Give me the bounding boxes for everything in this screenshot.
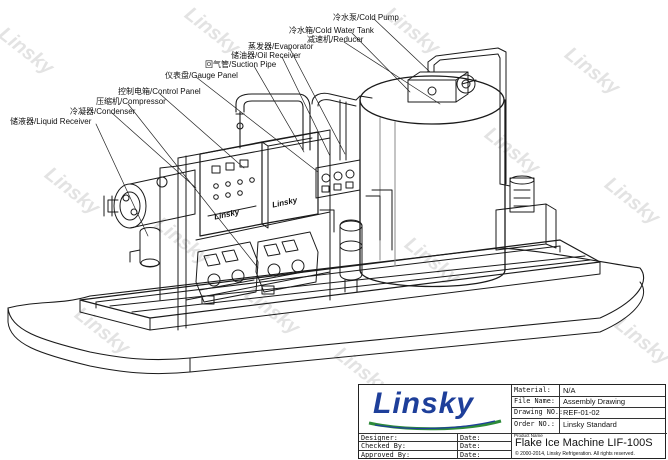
condenser [103, 169, 196, 229]
order-no-value: Linsky Standard [563, 420, 617, 429]
callout-reducer-cn: 减速机 [307, 35, 331, 44]
callout-cold-pump: 冷水泵/Cold Pump [333, 13, 399, 22]
callout-suction-pipe-en: Suction Pipe [231, 60, 277, 69]
callout-oil-receiver-en: Oil Receiver [257, 51, 301, 60]
callout-compressor: 压缩机/Compressor [96, 97, 166, 106]
callout-control-panel: 控制电箱/Control Panel [118, 87, 201, 96]
file-name-value: Assembly Drawing [563, 397, 626, 406]
callout-suction-pipe: 回气管/Suction Pipe [205, 60, 276, 69]
callout-evaporator-cn: 蒸发器 [248, 42, 272, 51]
evaporator-pipes [311, 92, 373, 161]
callout-separator: / [331, 35, 334, 44]
callout-separator: / [34, 117, 37, 126]
floor-slab [7, 247, 645, 375]
callout-gauge-panel-cn: 仪表盘 [165, 71, 189, 80]
copyright: © 2000-2014, Linsky Refrigeration. All r… [515, 451, 635, 457]
callout-separator: / [229, 60, 232, 69]
file-name-label: File Name: [514, 397, 555, 405]
callout-gauge-panel: 仪表盘/Gauge Panel [165, 71, 238, 80]
callout-oil-receiver: 储油器/Oil Receiver [231, 51, 301, 60]
product-name: Flake Ice Machine LIF-100S [515, 437, 653, 449]
callout-condenser-en: Condenser [96, 107, 136, 116]
cold-water-tank [359, 71, 506, 288]
approved-date-label: Date: [460, 451, 481, 459]
callout-cold-water-tank: 冷水箱/Cold Water Tank [289, 26, 374, 35]
callout-evaporator: 蒸发器/Evaporator [248, 42, 313, 51]
callout-cold-water-tank-en: Cold Water Tank [315, 26, 374, 35]
linsky-logo [368, 419, 502, 431]
callout-separator: / [255, 51, 258, 60]
product-name-label: Product Name [514, 433, 543, 438]
callout-separator: / [272, 42, 275, 51]
approved-by-label: Approved By: [361, 451, 411, 459]
designer-label: Designer: [361, 434, 398, 442]
liquid-receiver [129, 227, 161, 268]
drawing-no-label: Drawing NO.: [514, 408, 564, 416]
cold-pump [427, 47, 557, 251]
connection-pipes [319, 189, 393, 251]
checked-by-label: Checked By: [361, 442, 407, 450]
drawing-no-value: REF-01-02 [563, 408, 600, 417]
leader-lines [95, 18, 441, 269]
callout-separator: / [189, 71, 192, 80]
callout-separator: / [150, 87, 153, 96]
callout-reducer: 减速机/Reducer [307, 35, 363, 44]
callout-liquid-receiver-en: Liquid Receiver [36, 117, 92, 126]
callout-compressor-en: Compressor [122, 97, 166, 106]
callout-gauge-panel-en: Gauge Panel [191, 71, 238, 80]
callout-suction-pipe-cn: 回气管 [205, 60, 229, 69]
callout-oil-receiver-cn: 储油器 [231, 51, 255, 60]
callout-compressor-cn: 压缩机 [96, 97, 120, 106]
callout-condenser-cn: 冷凝器 [70, 107, 94, 116]
callout-reducer-en: Reducer [333, 35, 364, 44]
compressor-left [195, 241, 259, 305]
callout-separator: / [313, 26, 316, 35]
suction-pipe [235, 93, 311, 151]
callout-evaporator-en: Evaporator [274, 42, 314, 51]
callout-separator: / [94, 107, 97, 116]
callout-liquid-receiver-cn: 储液器 [10, 117, 34, 126]
callout-control-panel-cn: 控制电箱 [118, 87, 150, 96]
compressor-right [255, 231, 319, 295]
callout-separator: / [357, 13, 360, 22]
callout-condenser: 冷凝器/Condenser [70, 107, 135, 116]
callout-cold-water-tank-cn: 冷水箱 [289, 26, 313, 35]
checked-date-label: Date: [460, 442, 481, 450]
callout-liquid-receiver: 储液器/Liquid Receiver [10, 117, 91, 126]
title-block: Linsky Material: N/A File Name: Assembly… [358, 384, 667, 459]
callout-separator: / [120, 97, 123, 106]
callout-cold-pump-en: Cold Pump [359, 13, 399, 22]
material-value: N/A [563, 386, 576, 395]
callout-control-panel-en: Control Panel [152, 87, 201, 96]
callout-cold-pump-cn: 冷水泵 [333, 13, 357, 22]
material-label: Material: [514, 386, 551, 394]
title-block-logo-text: Linsky [373, 387, 475, 420]
order-no-label: Order NO.: [514, 420, 555, 428]
gauge-panel-box [261, 131, 361, 225]
base-skid [79, 239, 601, 331]
designer-date-label: Date: [460, 434, 481, 442]
